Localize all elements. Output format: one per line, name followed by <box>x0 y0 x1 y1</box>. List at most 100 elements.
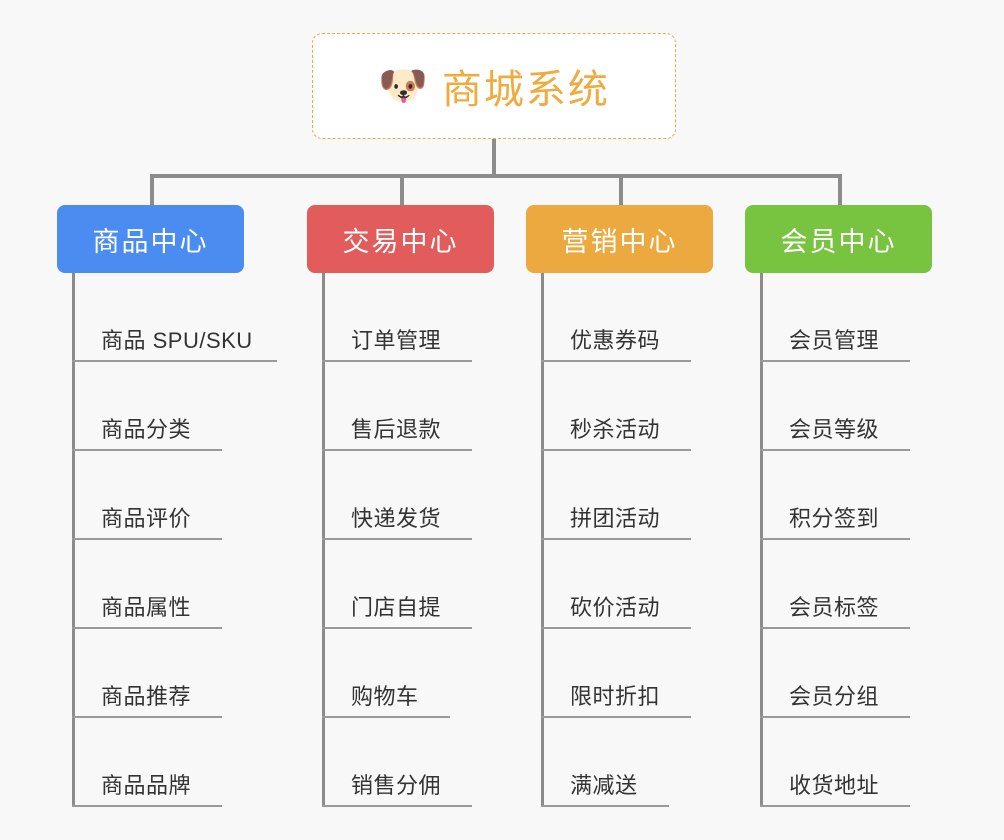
connector-spine-marketing-center <box>541 273 544 807</box>
connector-drop-member-center <box>838 174 842 206</box>
leaf-label: 满减送 <box>570 773 638 798</box>
leaf-underline <box>322 449 472 451</box>
leaf-label: 会员分组 <box>789 684 880 709</box>
leaf-item[interactable]: 拼团活动 <box>526 451 713 540</box>
category-box-product-center[interactable]: 商品中心 <box>57 205 244 273</box>
leaf-label: 销售分佣 <box>351 773 442 798</box>
leaf-item[interactable]: 会员等级 <box>745 362 932 451</box>
connector-spine-member-center <box>760 273 763 807</box>
leaf-label: 商品分类 <box>101 417 192 442</box>
leaf-label: 会员等级 <box>789 417 880 442</box>
leaf-label: 商品推荐 <box>101 684 192 709</box>
leaf-item[interactable]: 会员标签 <box>745 540 932 629</box>
leaf-label: 会员标签 <box>789 595 880 620</box>
leaf-underline <box>760 449 910 451</box>
leaf-item[interactable]: 门店自提 <box>307 540 494 629</box>
column-trade-center: 交易中心订单管理售后退款快递发货门店自提购物车销售分佣 <box>307 205 494 807</box>
leaf-item[interactable]: 商品推荐 <box>57 629 244 718</box>
leaf-label: 商品 SPU/SKU <box>101 328 253 353</box>
connector-spine-product-center <box>72 273 75 807</box>
leaf-underline <box>541 538 691 540</box>
leaf-item[interactable]: 销售分佣 <box>307 718 494 807</box>
leaf-label: 砍价活动 <box>570 595 661 620</box>
leaf-label: 秒杀活动 <box>570 417 661 442</box>
leaf-label: 商品品牌 <box>101 773 192 798</box>
leaf-underline <box>541 627 691 629</box>
connector-horizontal-bar <box>150 174 842 178</box>
category-label: 会员中心 <box>780 226 897 257</box>
leaf-item[interactable]: 会员分组 <box>745 629 932 718</box>
leaf-item[interactable]: 商品评价 <box>57 451 244 540</box>
leaf-underline <box>72 805 222 807</box>
leaf-label: 快递发货 <box>351 506 442 531</box>
leaf-label: 商品属性 <box>101 595 192 620</box>
leaf-item[interactable]: 限时折扣 <box>526 629 713 718</box>
category-label: 交易中心 <box>342 226 459 257</box>
leaf-item[interactable]: 订单管理 <box>307 273 494 362</box>
leaf-label: 会员管理 <box>789 328 880 353</box>
leaf-item[interactable]: 购物车 <box>307 629 494 718</box>
connector-drop-marketing-center <box>619 174 623 206</box>
leaf-item[interactable]: 收货地址 <box>745 718 932 807</box>
leaf-item[interactable]: 秒杀活动 <box>526 362 713 451</box>
leaf-underline <box>760 716 910 718</box>
category-box-trade-center[interactable]: 交易中心 <box>307 205 494 273</box>
leaf-item[interactable]: 商品 SPU/SKU <box>57 273 277 362</box>
leaf-item[interactable]: 售后退款 <box>307 362 494 451</box>
leaf-list-member-center: 会员管理会员等级积分签到会员标签会员分组收货地址 <box>745 273 932 807</box>
leaf-underline <box>760 805 910 807</box>
leaf-item[interactable]: 商品分类 <box>57 362 244 451</box>
leaf-label: 积分签到 <box>789 506 880 531</box>
leaf-item[interactable]: 优惠券码 <box>526 273 713 362</box>
column-marketing-center: 营销中心优惠券码秒杀活动拼团活动砍价活动限时折扣满减送 <box>526 205 713 807</box>
category-label: 营销中心 <box>561 226 678 257</box>
leaf-underline <box>760 627 910 629</box>
connector-drop-product-center <box>150 174 154 206</box>
leaf-underline <box>72 627 222 629</box>
category-box-member-center[interactable]: 会员中心 <box>745 205 932 273</box>
leaf-list-trade-center: 订单管理售后退款快递发货门店自提购物车销售分佣 <box>307 273 494 807</box>
category-box-marketing-center[interactable]: 营销中心 <box>526 205 713 273</box>
leaf-item[interactable]: 商品属性 <box>57 540 244 629</box>
leaf-underline <box>322 716 450 718</box>
leaf-label: 商品评价 <box>101 506 192 531</box>
leaf-label: 门店自提 <box>351 595 442 620</box>
leaf-label: 优惠券码 <box>570 328 661 353</box>
root-node[interactable]: 🐶 商城系统 <box>312 33 676 139</box>
category-label: 商品中心 <box>92 226 209 257</box>
leaf-underline <box>322 805 472 807</box>
column-product-center: 商品中心商品 SPU/SKU 商品分类商品评价商品属性商品推荐商品品牌 <box>57 205 277 807</box>
leaf-label: 收货地址 <box>789 773 880 798</box>
root-title: 商城系统 <box>441 68 610 112</box>
leaf-underline <box>541 805 669 807</box>
leaf-underline <box>541 360 691 362</box>
leaf-underline <box>322 627 472 629</box>
connector-drop-trade-center <box>400 174 404 206</box>
leaf-item[interactable]: 砍价活动 <box>526 540 713 629</box>
leaf-underline <box>72 449 222 451</box>
dog-face-icon: 🐶 <box>378 63 428 109</box>
leaf-underline <box>541 716 691 718</box>
connector-spine-trade-center <box>322 273 325 807</box>
leaf-underline <box>760 360 910 362</box>
leaf-underline <box>72 538 222 540</box>
leaf-label: 拼团活动 <box>570 506 661 531</box>
leaf-list-product-center: 商品 SPU/SKU 商品分类商品评价商品属性商品推荐商品品牌 <box>57 273 277 807</box>
leaf-underline <box>760 538 910 540</box>
leaf-item[interactable]: 积分签到 <box>745 451 932 540</box>
column-member-center: 会员中心会员管理会员等级积分签到会员标签会员分组收货地址 <box>745 205 932 807</box>
leaf-item[interactable]: 商品品牌 <box>57 718 244 807</box>
leaf-list-marketing-center: 优惠券码秒杀活动拼团活动砍价活动限时折扣满减送 <box>526 273 713 807</box>
leaf-underline <box>322 360 472 362</box>
leaf-label: 购物车 <box>351 684 419 709</box>
leaf-label: 限时折扣 <box>570 684 661 709</box>
leaf-label: 售后退款 <box>351 417 442 442</box>
leaf-item[interactable]: 满减送 <box>526 718 713 807</box>
leaf-underline <box>72 716 222 718</box>
leaf-underline <box>322 538 472 540</box>
leaf-item[interactable]: 会员管理 <box>745 273 932 362</box>
leaf-label: 订单管理 <box>351 328 442 353</box>
connector-root-stem <box>492 139 496 177</box>
leaf-item[interactable]: 快递发货 <box>307 451 494 540</box>
